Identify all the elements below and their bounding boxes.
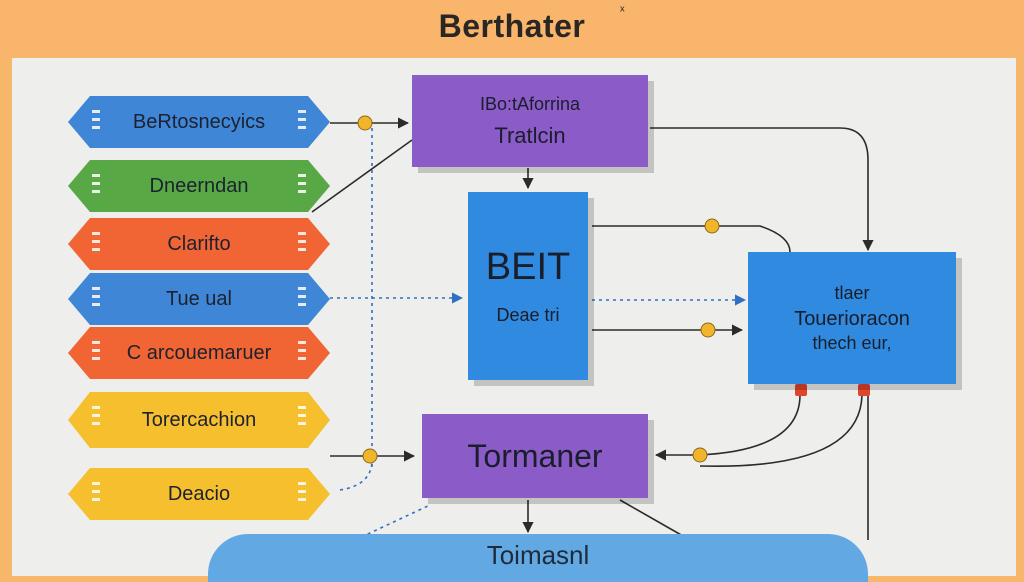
bottom-bar: Toimasnl [208, 534, 868, 582]
grip-icon [92, 110, 100, 134]
grip-icon [298, 110, 306, 134]
grip-icon [92, 174, 100, 198]
tag-label: Dneerndan [149, 174, 249, 197]
tag-4: Tue ual [68, 273, 330, 325]
wire-trans-bottom-2 [619, 499, 691, 541]
grip-icon [92, 341, 100, 365]
wire-bert-right-1 [592, 225, 791, 253]
transformer-box: Tormaner [422, 414, 648, 498]
wire-right-trans [654, 394, 801, 461]
tag-label: Torercachion [141, 408, 257, 431]
grip-icon [298, 287, 306, 311]
tag-label: Tue ual [166, 287, 232, 310]
transformer-label: Tormaner [467, 437, 603, 474]
ports [795, 384, 870, 396]
grip-icon [92, 482, 100, 506]
right-box-line1: tlaer [834, 282, 870, 303]
right-box-line2: Touerioracon [794, 307, 910, 330]
top-box-line2: Tratlcin [494, 122, 566, 148]
grip-icon [298, 482, 306, 506]
header-bar [0, 0, 1024, 56]
tag-2: Dneerndan [68, 160, 330, 212]
title-mark: ˣ [620, 2, 625, 18]
wire-right-trans-2 [699, 394, 863, 467]
connector-nodes [357, 115, 720, 464]
tag-label: BeRtosnecyics [132, 110, 266, 133]
top-box: IBo:tAforrina Tratlcin [412, 75, 648, 167]
wire-tag2-top [311, 139, 413, 213]
tag-1: BeRtosnecyics [68, 96, 330, 148]
tag-6: Torercachion [68, 392, 330, 448]
top-box-line1: IBo:tAforrina [479, 93, 581, 114]
grip-icon [298, 174, 306, 198]
diagram-title: Berthater [438, 8, 586, 44]
grip-icon [298, 341, 306, 365]
grip-icon [92, 232, 100, 256]
bottom-bar-label: Toimasnl [486, 540, 590, 570]
right-box: tlaer Touerioracon thech eur, [748, 252, 956, 384]
grip-icon [298, 406, 306, 430]
grip-icon [298, 232, 306, 256]
bert-box: BEIT Deae tri [468, 192, 588, 380]
tag-label: Deacio [167, 482, 231, 505]
tag-7: Deacio [68, 468, 330, 520]
tag-5: C arcouemaruer [68, 327, 330, 379]
bert-box-title: BEIT [485, 246, 571, 288]
grip-icon [92, 287, 100, 311]
tag-label: C arcouemaruer [126, 341, 272, 364]
tag-label: Clarifto [167, 232, 231, 255]
tag-3: Clarifto [68, 218, 330, 270]
right-box-line3: thech eur, [812, 332, 892, 353]
grip-icon [92, 406, 100, 430]
wire-top-right [650, 127, 874, 252]
dashed-bottom-link [339, 459, 373, 491]
bert-box-sub: Deae tri [496, 305, 560, 325]
